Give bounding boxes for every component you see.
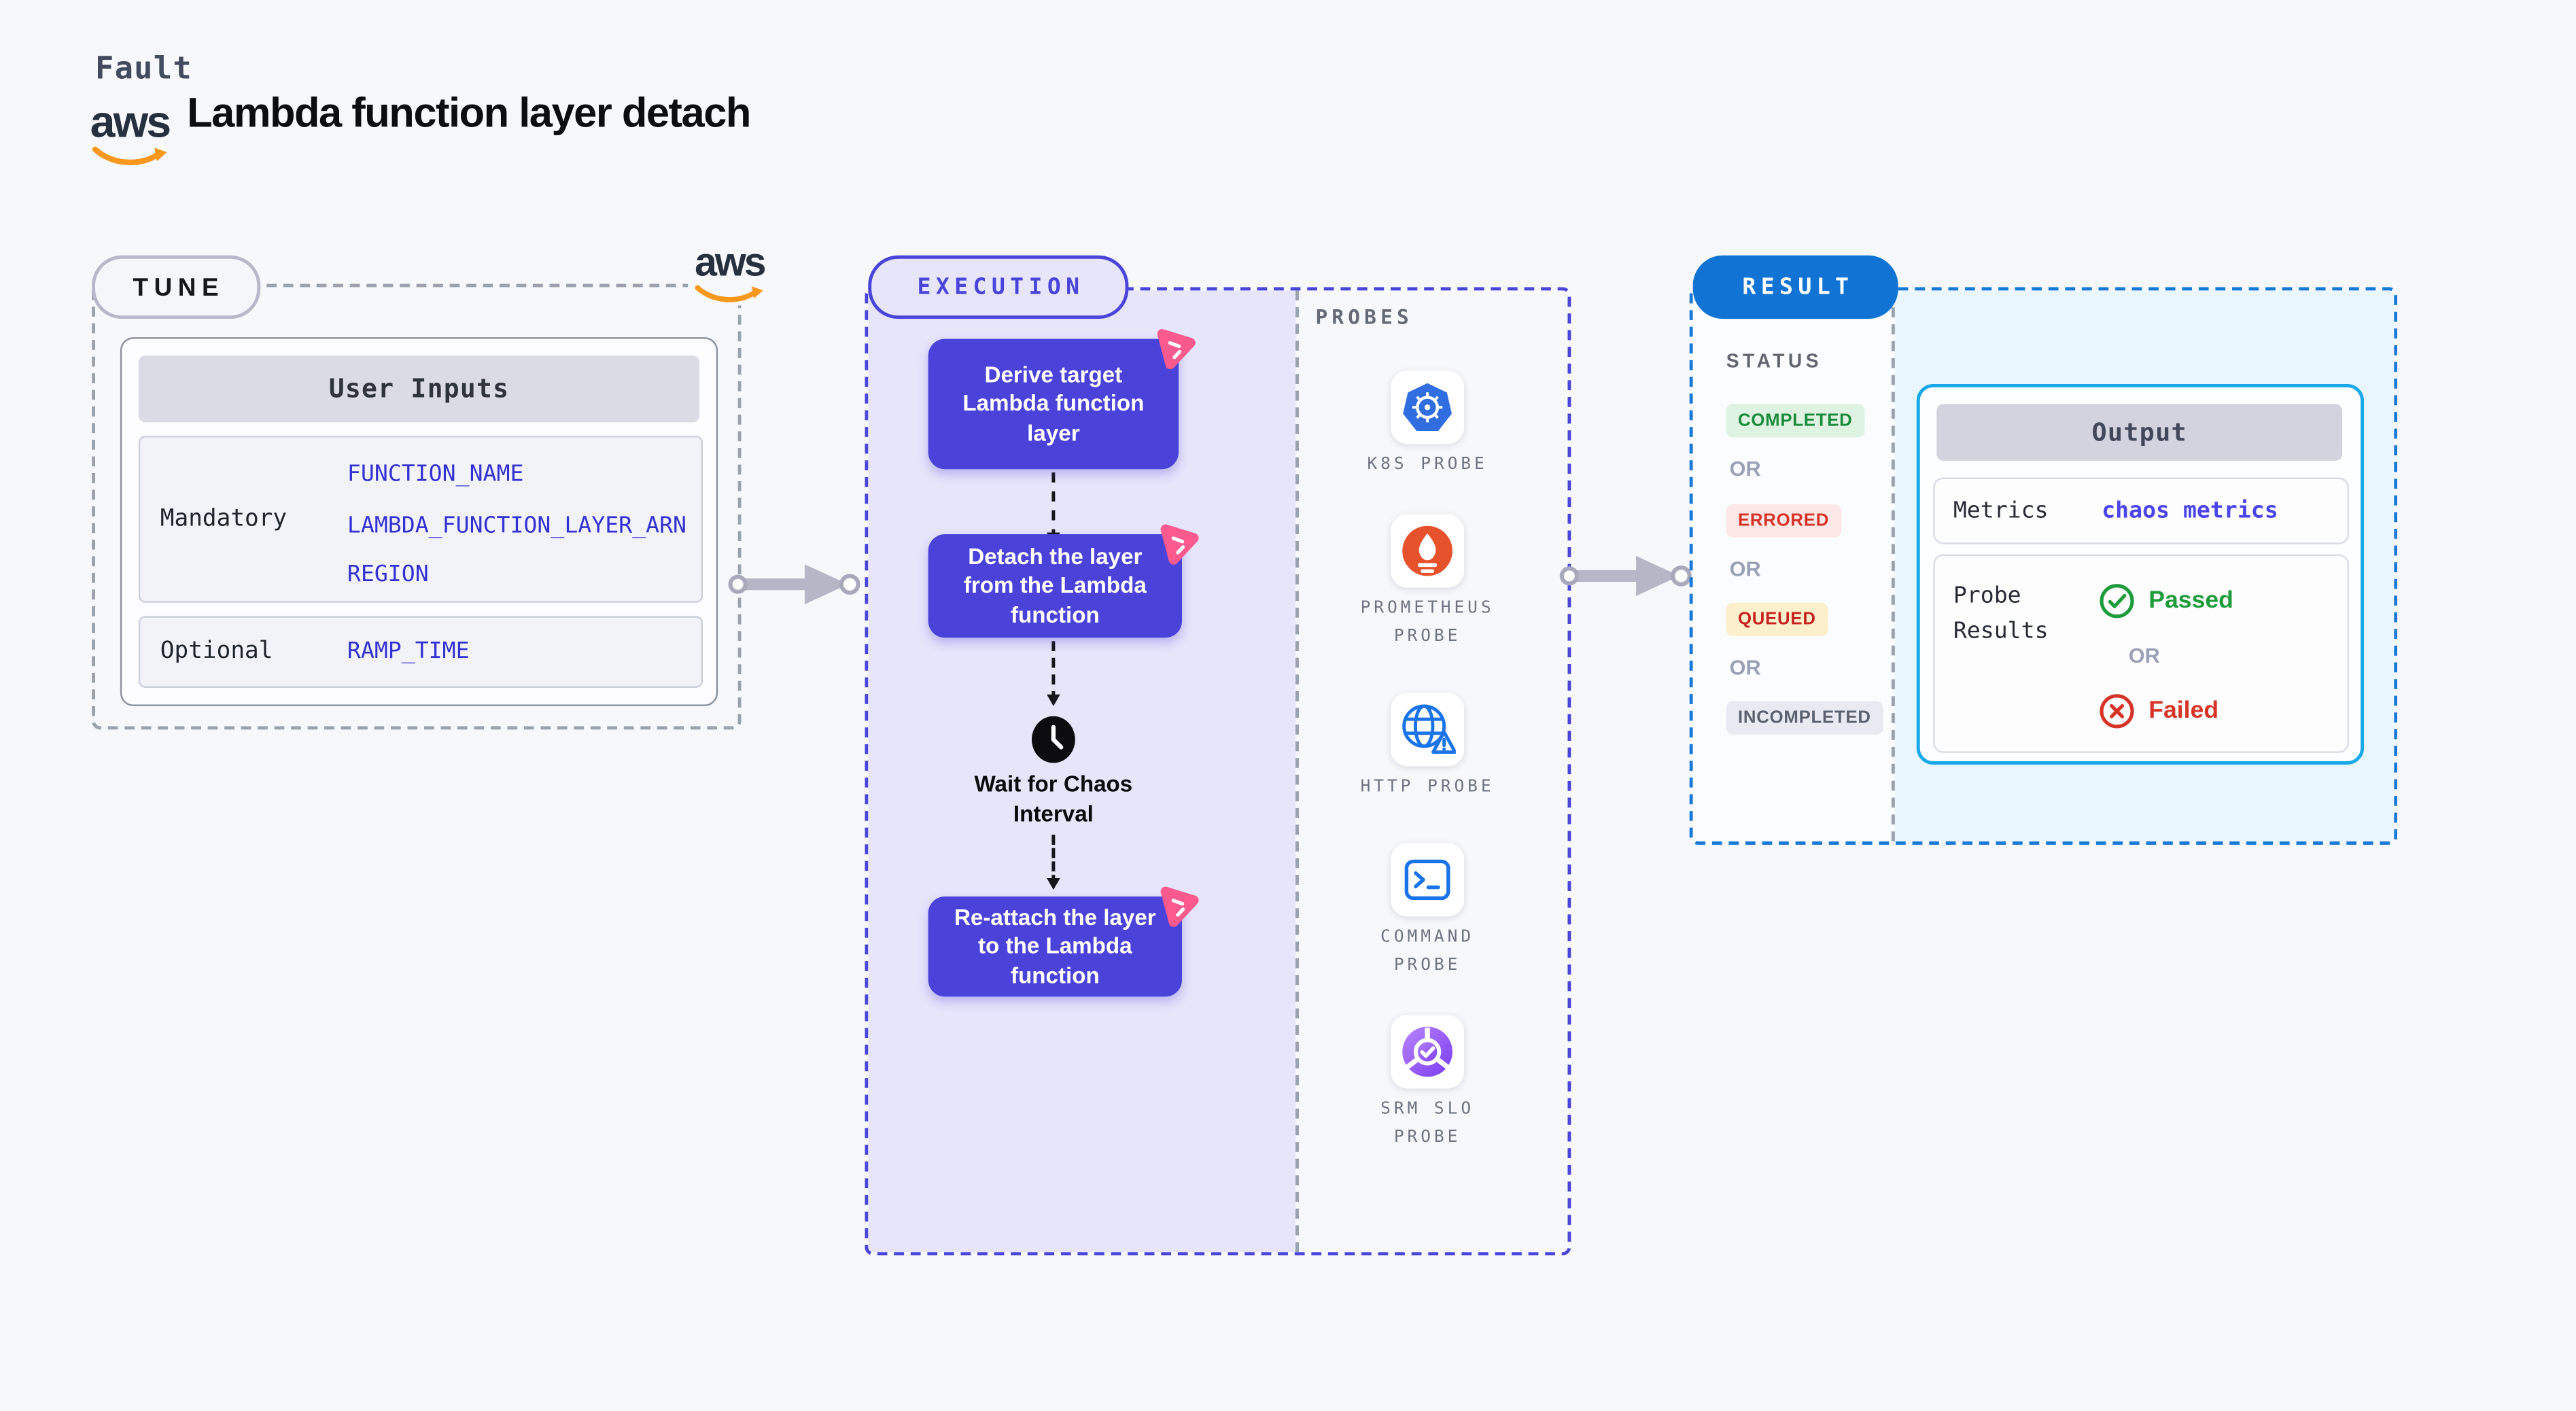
user-inputs-header: User Inputs: [138, 355, 700, 423]
probe-results-label: Probe Results: [1953, 582, 2049, 644]
probe-label-k8s: K8S PROBE: [1367, 455, 1488, 474]
probe-card-http: [1391, 693, 1465, 767]
metrics-label: Metrics: [1953, 497, 2049, 525]
srm-slo-icon: [1402, 1026, 1452, 1077]
output-card: Output Metrics chaos metrics Probe Resul…: [1916, 383, 2365, 765]
chaos-icon: [1160, 524, 1199, 565]
tune-group: [92, 283, 742, 730]
probes-panel: [1295, 290, 1568, 1253]
probe-card-k8s: [1391, 370, 1465, 445]
step-detach-layer: Detach the layer from the Lambda functio…: [928, 534, 1183, 638]
probe-card-command: [1391, 843, 1465, 917]
status-badge-incompleted: INCOMPLETED: [1726, 701, 1883, 735]
param-ramp-time: RAMP_TIME: [347, 638, 470, 665]
metrics-row: Metrics chaos metrics: [1933, 477, 2349, 544]
probe-card-srm-slo: [1391, 1015, 1465, 1089]
probe-card-prometheus: [1391, 514, 1465, 588]
status-badge-completed: COMPLETED: [1726, 404, 1864, 438]
x-circle-icon: [2100, 694, 2134, 729]
mandatory-row: Mandatory FUNCTION_NAME LAMBDA_FUNCTION_…: [138, 436, 703, 603]
kubernetes-icon: [1403, 383, 1452, 431]
flow-connector: [1047, 641, 1060, 706]
aws-wordmark: aws: [695, 240, 767, 286]
step-reattach-layer: Re-attach the layer to the Lambda functi…: [928, 896, 1183, 997]
probe-label-prometheus: PROMETHEUS PROBE: [1360, 599, 1495, 646]
mandatory-label: Mandatory: [160, 506, 288, 533]
output-header: Output: [1936, 404, 2343, 461]
aws-smile-icon: [695, 285, 763, 302]
clock-icon: [1031, 716, 1075, 763]
prometheus-icon: [1402, 525, 1452, 576]
result-pill: RESULT: [1692, 255, 1898, 319]
check-circle-icon: [2100, 584, 2134, 619]
probe-label-http: HTTP PROBE: [1360, 778, 1495, 797]
or-separator: OR: [1729, 457, 1761, 481]
flow-arrow-tune-to-execution: [728, 564, 860, 605]
status-badge-queued: QUEUED: [1726, 602, 1828, 636]
or-separator: OR: [2128, 644, 2160, 668]
probe-results-row: Probe Results Passed OR Failed: [1933, 554, 2349, 753]
metrics-value: chaos metrics: [2102, 497, 2278, 525]
or-separator: OR: [1729, 656, 1761, 680]
step-wait-for-chaos-interval: Wait for Chaos Interval: [974, 771, 1133, 826]
passed-label: Passed: [2148, 587, 2233, 614]
failed-label: Failed: [2148, 697, 2219, 725]
chaos-icon: [1157, 329, 1196, 370]
optional-label: Optional: [160, 638, 273, 665]
command-terminal-icon: [1404, 859, 1450, 901]
flow-connector: [1047, 835, 1060, 890]
verdict-passed: Passed: [2099, 582, 2233, 619]
param-region: REGION: [347, 561, 429, 588]
verdict-failed: Failed: [2099, 693, 2219, 729]
status-title: STATUS: [1726, 352, 1822, 372]
param-function-name: FUNCTION_NAME: [347, 460, 524, 488]
aws-logo: aws: [90, 97, 171, 169]
param-lambda-function-layer-arn: LAMBDA_FUNCTION_LAYER_ARN: [347, 512, 687, 540]
page-title: Lambda function layer detach: [187, 90, 751, 137]
step-derive-target-layer: Derive target Lambda function layer: [928, 338, 1179, 470]
aws-smile-icon: [92, 146, 167, 166]
probe-label-srm-slo: SRM SLO PROBE: [1380, 1100, 1475, 1147]
or-separator: OR: [1729, 557, 1761, 581]
status-column: STATUS COMPLETED OR ERRORED OR QUEUED OR…: [1692, 290, 1895, 841]
flow-connector: [1047, 472, 1060, 544]
aws-wordmark: aws: [90, 97, 171, 147]
optional-row: Optional RAMP_TIME: [138, 616, 703, 688]
aws-logo-tune: aws: [687, 240, 771, 306]
flow-arrow-execution-to-result: [1559, 555, 1692, 596]
probe-label-command: COMMAND PROBE: [1380, 928, 1475, 975]
probes-title: PROBES: [1315, 305, 1413, 329]
user-inputs-card: User Inputs Mandatory FUNCTION_NAME LAMB…: [120, 337, 718, 706]
status-badge-errored: ERRORED: [1726, 504, 1841, 538]
tune-pill: TUNE: [92, 255, 261, 319]
http-globe-icon: [1402, 704, 1456, 754]
chaos-icon: [1160, 886, 1199, 927]
execution-pill: EXECUTION: [868, 255, 1129, 319]
fault-kicker: Fault: [95, 52, 192, 87]
result-group: STATUS COMPLETED OR ERRORED OR QUEUED OR…: [1689, 287, 2398, 845]
